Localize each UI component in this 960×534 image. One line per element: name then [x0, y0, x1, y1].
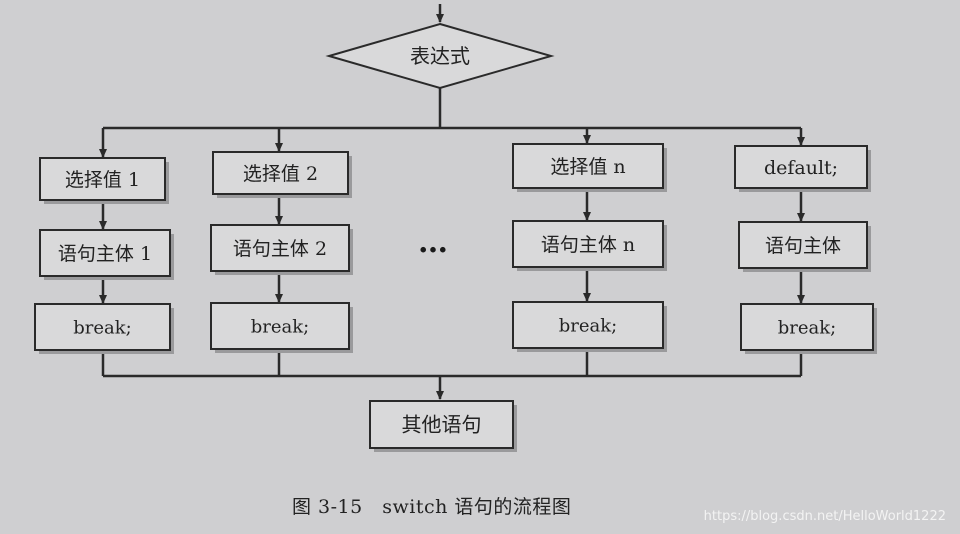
case-box-4: default;	[734, 145, 871, 192]
case-box-4-label: default;	[764, 157, 838, 179]
break-box-2-label: break;	[251, 316, 309, 337]
source-watermark: https://blog.csdn.net/HelloWorld1222	[703, 509, 946, 524]
case-box-1-frame	[39, 157, 166, 201]
decision-label: 表达式	[410, 44, 470, 68]
next-statement-box-label: 其他语句	[402, 413, 482, 437]
body-box-1-label: 语句主体 1	[58, 243, 152, 265]
case-box-2-frame	[212, 151, 349, 195]
body-box-1: 语句主体 1	[39, 229, 174, 280]
body-box-2-label: 语句主体 2	[233, 238, 327, 260]
body-box-3: 语句主体 n	[512, 220, 667, 271]
body-box-2: 语句主体 2	[210, 224, 353, 275]
break-box-4: break;	[740, 303, 877, 354]
break-box-1-label: break;	[73, 317, 131, 338]
case-box-3-frame	[512, 143, 664, 189]
decision-diamond: 表达式	[325, 22, 555, 90]
figure-caption: 图 3-15 switch 语句的流程图	[292, 496, 572, 518]
break-box-3: break;	[512, 301, 667, 352]
case-box-3-label: 选择值 n	[550, 156, 625, 178]
body-box-4-frame	[738, 221, 868, 269]
break-box-1-frame	[34, 303, 171, 351]
body-box-4-label: 语句主体	[765, 235, 841, 257]
decision-shape	[325, 22, 555, 90]
body-box-4: 语句主体	[738, 221, 871, 272]
break-box-4-label: break;	[778, 317, 836, 338]
case-box-4-frame	[734, 145, 868, 189]
break-box-3-label: break;	[559, 315, 617, 336]
case-box-3: 选择值 n	[512, 143, 667, 192]
break-box-2: break;	[210, 302, 353, 353]
break-box-3-frame	[512, 301, 664, 349]
ellipsis: …	[418, 225, 448, 260]
body-box-3-frame	[512, 220, 664, 268]
body-box-3-label: 语句主体 n	[541, 234, 635, 256]
break-box-4-frame	[740, 303, 874, 351]
case-box-2-label: 选择值 2	[243, 163, 318, 185]
body-box-2-frame	[210, 224, 350, 272]
break-box-1: break;	[34, 303, 174, 354]
next-statement-box-frame	[369, 400, 514, 449]
next-statement-box: 其他语句	[369, 400, 517, 452]
case-box-1: 选择值 1	[39, 157, 169, 204]
body-box-1-frame	[39, 229, 171, 277]
case-box-2: 选择值 2	[212, 151, 352, 198]
case-box-1-label: 选择值 1	[65, 169, 140, 191]
break-box-2-frame	[210, 302, 350, 350]
